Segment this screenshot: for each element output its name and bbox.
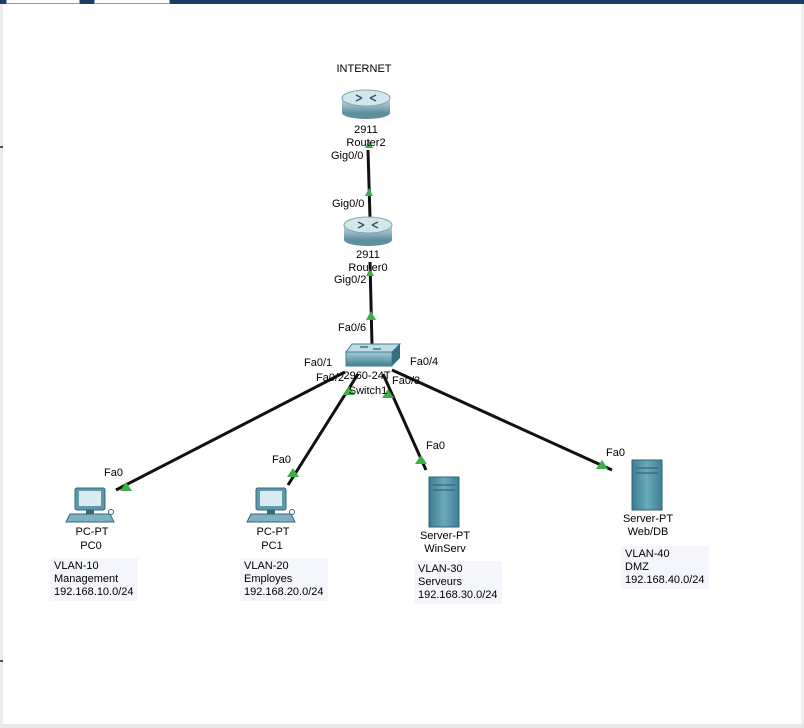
pc1-name-label: PC1 [261,540,283,552]
webdb-device[interactable] [631,459,663,511]
link-up-marker [596,460,608,469]
winserv-name-label: WinServ [424,543,466,555]
note-vlan40[interactable]: VLAN-40 DMZ 192.168.40.0/24 [621,546,709,589]
pc0-model-label: PC-PT [75,526,109,538]
router2-device[interactable] [341,89,391,119]
note-vlan-name: Employes [244,573,293,585]
pc0-device[interactable] [65,487,115,523]
note-vlan-id: VLAN-20 [244,560,289,572]
switch1-model-label: 2960-24T [343,370,391,382]
note-vlan-subnet: 192.168.30.0/24 [418,589,498,601]
note-vlan-subnet: 192.168.10.0/24 [54,586,134,598]
router0-device[interactable] [343,216,393,246]
window-tab[interactable] [6,0,80,4]
port-label-switch1-fa06: Fa0/6 [338,322,367,334]
note-vlan-name: Serveurs [418,576,463,588]
link-switch1-pc0 [115,370,346,492]
port-label-switch1-fa02: Fa0/2 [316,372,345,384]
links [115,149,613,492]
note-vlan-subnet: 192.168.40.0/24 [625,574,705,586]
note-vlan-id: VLAN-30 [418,563,463,575]
bottom-edge [0,724,804,728]
router0-model-label: 2911 [356,249,380,261]
port-label-pc1-fa0: Fa0 [272,454,291,466]
note-vlan-id: VLAN-40 [625,548,670,560]
note-vlan-name: Management [54,573,119,585]
link-up-marker [343,386,355,395]
note-vlan-name: DMZ [625,561,649,573]
link-up-marker [365,140,373,148]
link-up-marker [287,468,299,477]
link-switch1-webdb [391,368,613,472]
link-up-marker [366,311,376,320]
port-markers [120,140,608,491]
link-up-marker [365,188,373,196]
pc1-model-label: PC-PT [256,526,290,538]
internet-label: INTERNET [336,63,392,75]
webdb-name-label: Web/DB [627,526,669,538]
note-vlan-id: VLAN-10 [54,560,99,572]
link-up-marker [366,268,374,276]
port-label-router2-gig00: Gig0/0 [331,150,364,162]
right-edge [801,4,804,724]
port-label-router0-gig02: Gig0/2 [334,274,367,286]
port-label-switch1-fa01: Fa0/1 [304,357,333,369]
link-up-marker [382,389,394,398]
note-vlan20[interactable]: VLAN-20 Employes 192.168.20.0/24 [240,558,328,601]
winserv-model-label: Server-PT [419,530,471,542]
webdb-model-label: Server-PT [622,513,674,525]
router2-model-label: 2911 [354,124,378,136]
link-switch1-winserv [381,373,428,471]
switch1-name-label: Switch1 [348,385,388,397]
pc1-device[interactable] [246,487,296,523]
link-up-marker [415,455,427,464]
port-label-router0-gig00: Gig0/0 [332,198,365,210]
winserv-device[interactable] [428,476,460,528]
port-label-pc0-fa0: Fa0 [104,467,123,479]
port-label-switch1-fa04: Fa0/4 [410,356,439,368]
window-tab[interactable] [94,0,170,4]
link-router2-router0 [366,149,372,219]
note-vlan10[interactable]: VLAN-10 Management 192.168.10.0/24 [50,558,138,601]
port-label-winserv-fa0: Fa0 [426,440,445,452]
link-up-marker [120,482,132,491]
router0-name-label: Router0 [348,262,388,274]
pc0-name-label: PC0 [80,540,102,552]
left-edge-ruler [0,4,3,728]
port-label-switch1-fa03: Fa0/3 [392,375,421,387]
note-vlan-subnet: 192.168.20.0/24 [244,586,324,598]
router2-name-label: Router2 [346,137,386,149]
note-vlan30[interactable]: VLAN-30 Serveurs 192.168.30.0/24 [414,561,502,604]
switch1-device[interactable] [345,343,402,367]
port-label-webdb-fa0: Fa0 [606,447,625,459]
window-top-bar [0,0,804,4]
